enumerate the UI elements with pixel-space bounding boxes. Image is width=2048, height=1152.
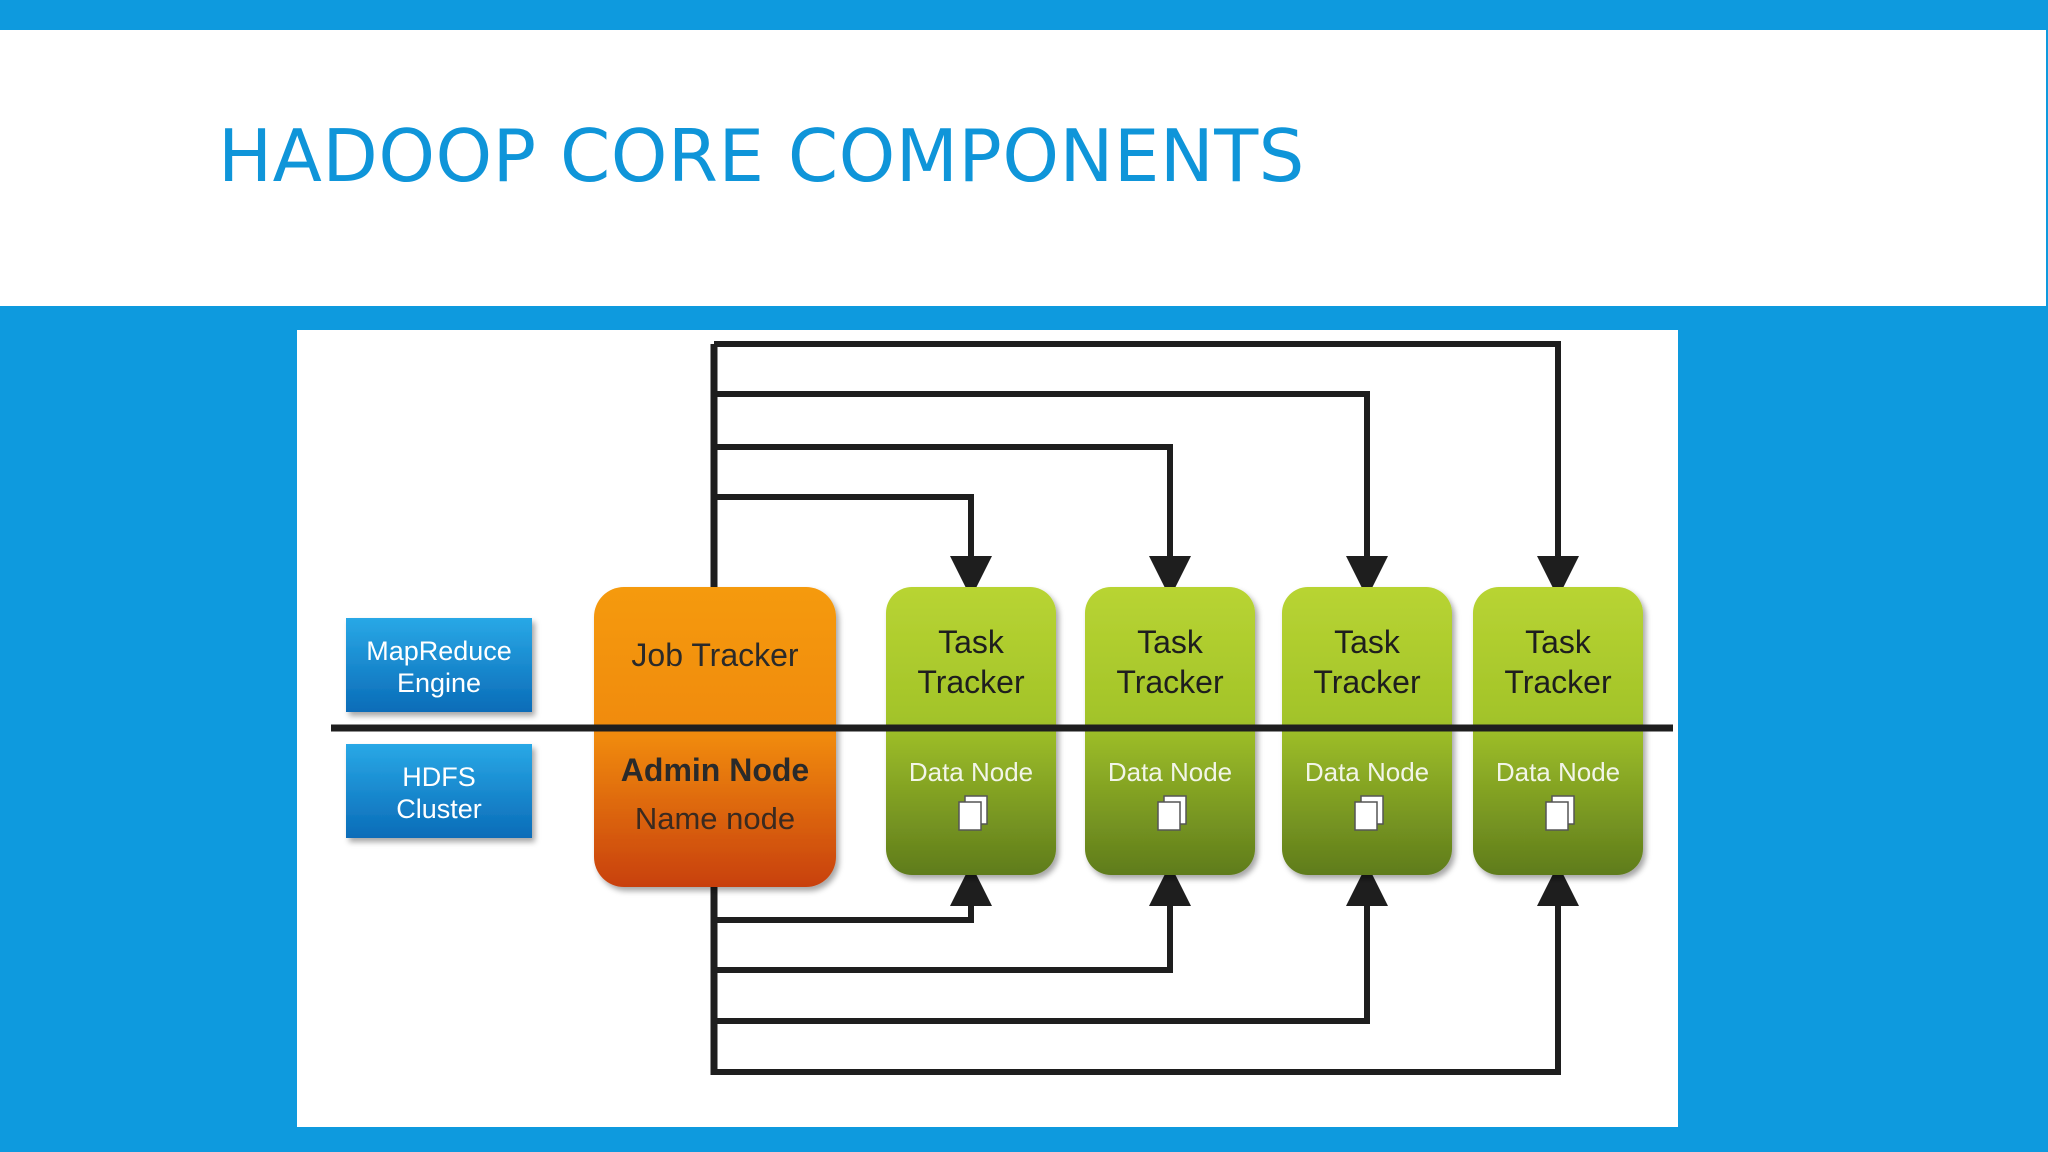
data-node-connector-line bbox=[714, 864, 992, 923]
layer-label-text: Cluster bbox=[396, 794, 482, 824]
data-node-label: Data Node bbox=[909, 757, 1033, 787]
task-tracker-label: Task bbox=[1334, 624, 1401, 660]
slide-header bbox=[0, 30, 2046, 306]
task-tracker-connector-line bbox=[714, 444, 1191, 598]
name-node-label: Name node bbox=[635, 801, 795, 836]
document-stack-icon bbox=[1354, 795, 1384, 831]
task-tracker-connector-line bbox=[714, 391, 1388, 598]
admin-node-label: Admin Node bbox=[621, 752, 809, 788]
task-tracker-label: Tracker bbox=[917, 664, 1025, 700]
layer-box bbox=[346, 744, 532, 838]
admin-node-shape bbox=[594, 587, 836, 887]
connector-lines bbox=[710, 341, 1579, 1075]
task-tracker-label: Task bbox=[1525, 624, 1592, 660]
layer-label-text: HDFS bbox=[402, 762, 476, 792]
data-node-connector-line bbox=[714, 864, 1191, 973]
job-tracker-label: Job Tracker bbox=[631, 637, 799, 673]
data-node-connector-line bbox=[714, 864, 1579, 1075]
document-stack-icon bbox=[958, 795, 988, 831]
task-tracker-label: Tracker bbox=[1313, 664, 1421, 700]
data-node-connector-line bbox=[714, 864, 1388, 1024]
task-tracker-label: Tracker bbox=[1116, 664, 1224, 700]
layer-box bbox=[346, 618, 532, 712]
data-node-label: Data Node bbox=[1496, 757, 1620, 787]
layer-label-text: MapReduce bbox=[366, 636, 512, 666]
document-stack-icon bbox=[1545, 795, 1575, 831]
data-node-label: Data Node bbox=[1305, 757, 1429, 787]
document-stack-icon bbox=[1157, 795, 1187, 831]
data-node-label: Data Node bbox=[1108, 757, 1232, 787]
task-tracker-label: Task bbox=[938, 624, 1005, 660]
task-tracker-label: Task bbox=[1137, 624, 1204, 660]
task-tracker-label: Tracker bbox=[1504, 664, 1612, 700]
slide-title: HADOOP CORE COMPONENTS bbox=[218, 114, 1305, 198]
task-tracker-connector-line bbox=[714, 341, 1579, 598]
layer-label-text: Engine bbox=[397, 668, 481, 698]
task-tracker-connector-line bbox=[714, 494, 992, 598]
